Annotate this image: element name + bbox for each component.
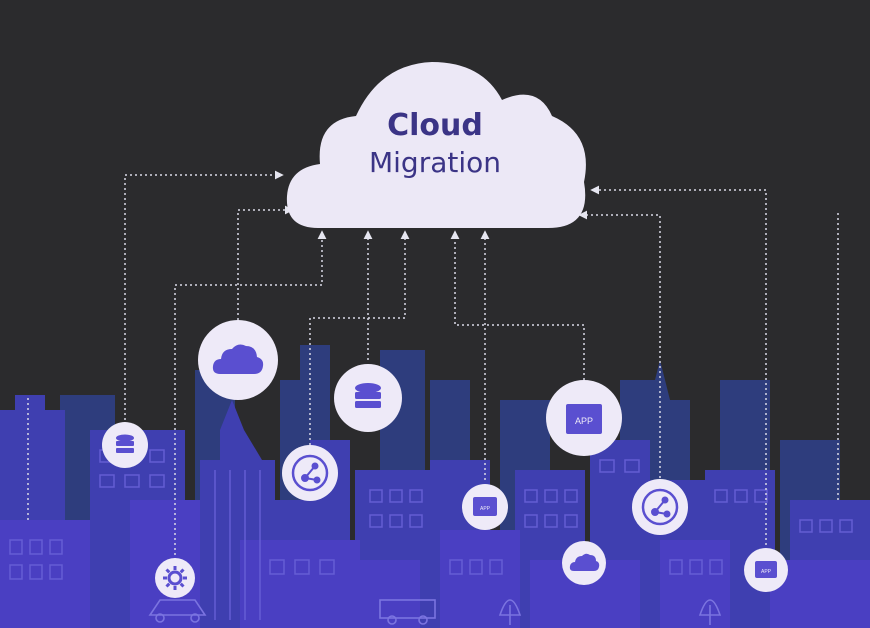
hub-title: Cloud: [387, 108, 483, 143]
street-decor: [148, 599, 722, 625]
app-badge-text: APP: [575, 416, 593, 426]
node-app-large[interactable]: APP: [546, 380, 622, 456]
node-cloud-large[interactable]: [198, 320, 278, 400]
app-badge-text: APP: [480, 506, 491, 512]
app-icon: APP: [755, 561, 777, 578]
app-icon: APP: [473, 497, 497, 516]
connectors: [27, 170, 839, 560]
hub-subtitle: Migration: [368, 146, 501, 179]
node-database-center[interactable]: [334, 364, 402, 432]
node-cloud-small[interactable]: [562, 541, 606, 585]
central-cloud: [286, 62, 586, 228]
node-hub-right[interactable]: [632, 479, 688, 535]
node-app-right[interactable]: APP: [744, 548, 788, 592]
database-icon: [355, 383, 381, 408]
hub-icon: [301, 462, 321, 484]
hub-icon: [651, 496, 671, 518]
node-app-small[interactable]: APP: [462, 484, 508, 530]
node-database-left[interactable]: [102, 422, 148, 468]
building-windows: [9, 449, 853, 620]
database-icon: [116, 434, 134, 453]
gear-icon: [163, 566, 187, 590]
node-hub-left[interactable]: [282, 445, 338, 501]
app-icon: APP: [566, 404, 602, 434]
cloud-icon: [569, 553, 600, 571]
cloud-icon: [212, 344, 264, 374]
node-gear[interactable]: [155, 558, 195, 598]
app-badge-text: APP: [761, 569, 772, 575]
